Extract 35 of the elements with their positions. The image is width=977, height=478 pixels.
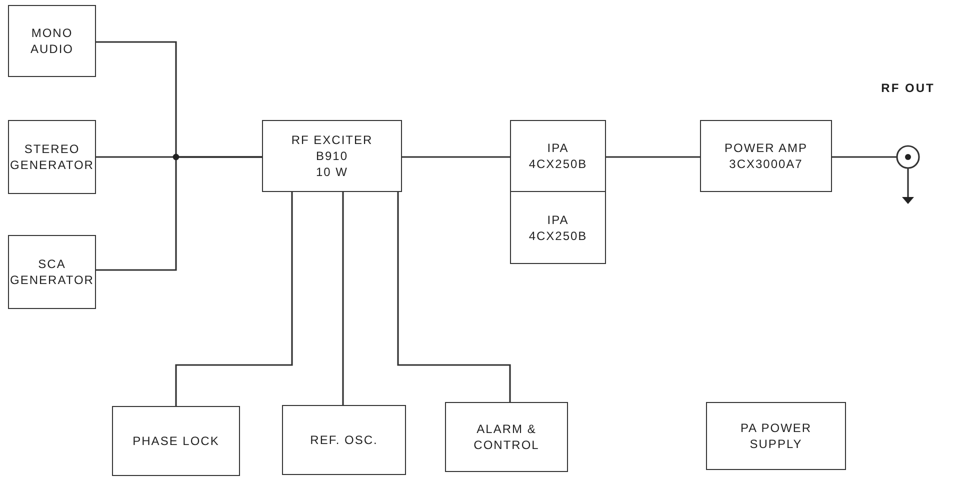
block-label: REF. OSC. (310, 432, 378, 448)
block-label: PHASE LOCK (132, 433, 220, 449)
connector-line (832, 156, 897, 158)
block-label: STEREO GENERATOR (10, 141, 94, 173)
block-label: 4CX250B (528, 156, 588, 172)
block-box (8, 120, 96, 194)
block-box (262, 120, 402, 192)
connector-line (606, 156, 700, 158)
block-label: IPA (547, 140, 569, 156)
block-box (510, 191, 606, 264)
block-label: 3CX3000A7 (729, 156, 803, 172)
block-box (8, 5, 96, 77)
block-label: MONO AUDIO (29, 25, 74, 57)
block-box (8, 235, 96, 309)
block-label: SCA GENERATOR (10, 256, 94, 288)
block-label: ALARM & CONTROL (472, 421, 540, 453)
block-box (282, 405, 406, 475)
connector-line (175, 192, 293, 406)
block-box (706, 402, 846, 470)
block-label: PA POWER SUPPLY (739, 420, 813, 452)
connector-line (402, 156, 510, 158)
connector-line (397, 192, 511, 402)
connector-line (342, 192, 344, 405)
block-box (510, 120, 606, 192)
block-label: B910 (316, 148, 348, 164)
block-box (445, 402, 568, 472)
block-label: 10 W (316, 164, 348, 180)
block-box (112, 406, 240, 476)
block-label: RF EXCITER (291, 132, 373, 148)
connector-line (96, 156, 262, 271)
block-label: IPA (547, 212, 569, 228)
block-label: POWER AMP (724, 140, 808, 156)
connector-label: RF OUT (880, 80, 936, 96)
block-box (700, 120, 832, 192)
block-label: 4CX250B (528, 228, 588, 244)
